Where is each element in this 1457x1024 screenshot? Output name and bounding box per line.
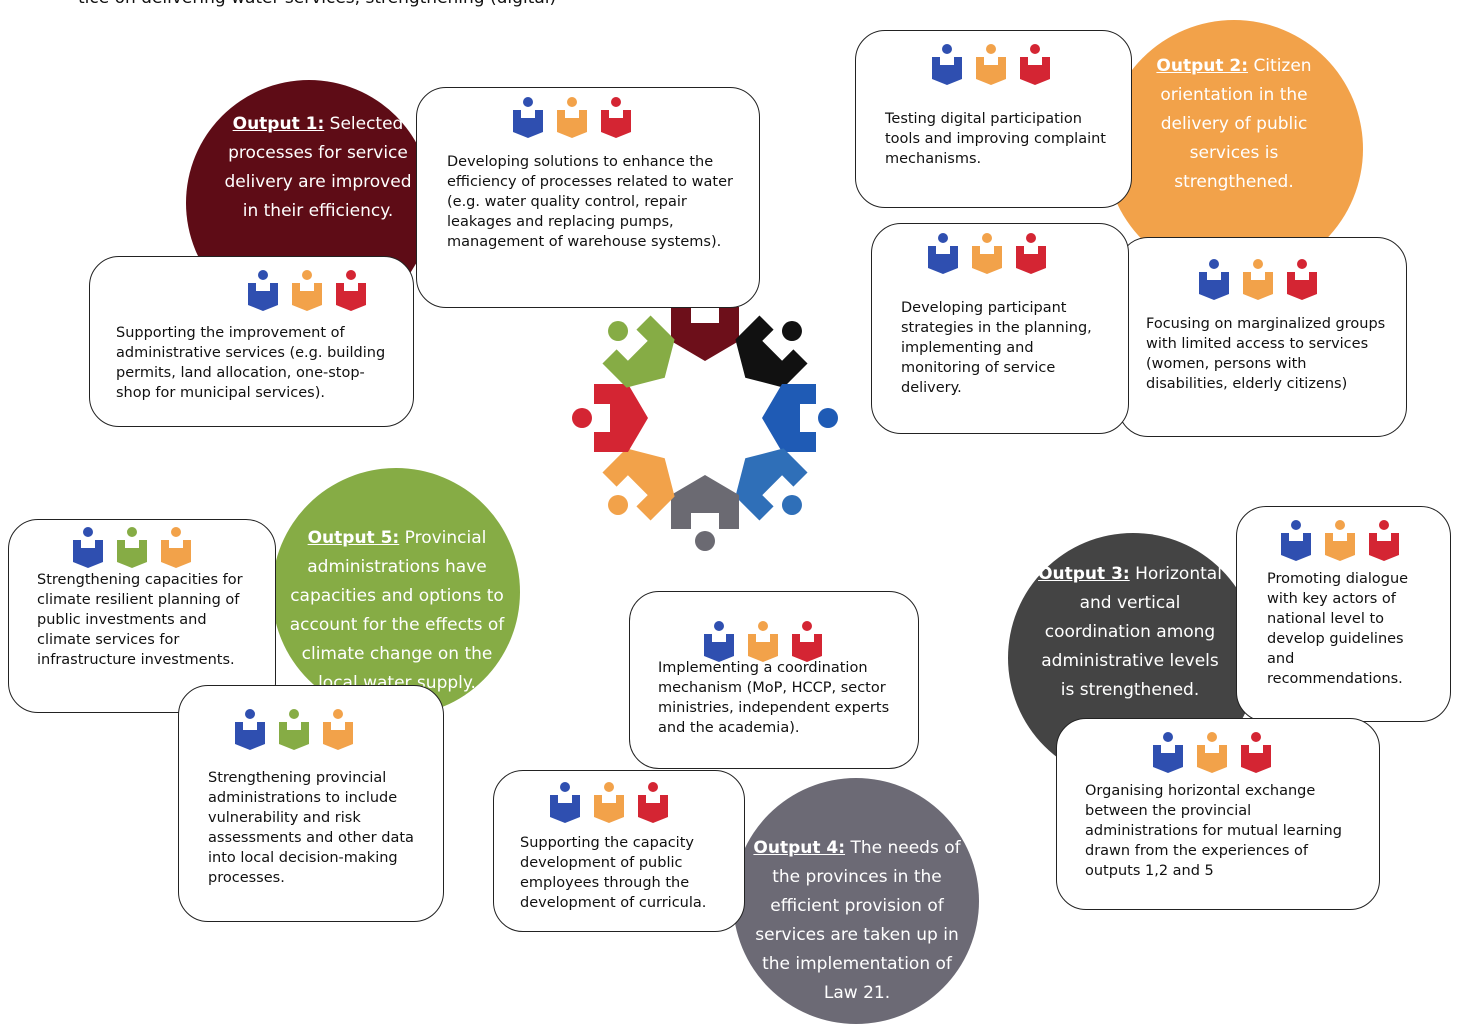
- output-2-circle: [1105, 20, 1363, 278]
- output-4-circle: [733, 778, 979, 1024]
- people-logo-climate-icon: [235, 708, 361, 757]
- people-logo-icon: [1199, 258, 1325, 307]
- output-5-activity-climate-planning: Strengthening capacities for climate res…: [8, 519, 276, 713]
- output-3-activity-horizontal-exchange: Organising horizontal exchange between t…: [1056, 718, 1380, 910]
- output-4-activity-capacity-development: Supporting the capacity development of p…: [493, 770, 745, 932]
- people-logo-icon: [928, 232, 1054, 281]
- output-5-activity-provincial-administrations: Strengthening provincial administrations…: [178, 685, 444, 922]
- people-logo-icon: [704, 620, 830, 669]
- output-2-activity-digital-participation: Testing digital participation tools and …: [855, 30, 1132, 208]
- output-2-text: Output 2: Citizen orientation in the del…: [1156, 56, 1312, 192]
- output-4-activity-coordination-mechanism: Implementing a coordination mechanism (M…: [629, 591, 919, 769]
- central-wheel-graphic: [572, 285, 838, 551]
- output-1-text: Output 1: Selected processes for service…: [224, 114, 412, 221]
- output-2-activity-marginalized-groups: Focusing on marginalized groups with lim…: [1118, 237, 1407, 437]
- people-logo-icon: [248, 269, 374, 318]
- output-5-text: Output 5: Provincial administrations hav…: [289, 528, 505, 693]
- people-logo-icon: [513, 96, 639, 145]
- output-1-activity-water-processes: Developing solutions to enhance the effi…: [416, 87, 760, 308]
- output-3-activity-dialogue: Promoting dialogue with key actors of na…: [1236, 506, 1451, 722]
- output-5-circle: [272, 468, 520, 716]
- output-1-activity-administrative-services: Supporting the improvement of administra…: [89, 256, 414, 427]
- people-logo-icon: [1153, 731, 1279, 780]
- output-2-activity-participant-strategies: Developing participant strategies in the…: [871, 223, 1129, 434]
- people-logo-climate-icon: [73, 526, 199, 575]
- people-logo-icon: [932, 43, 1058, 92]
- top-text-fragment: tice on delivering water services, stren…: [78, 0, 556, 8]
- people-logo-icon: [550, 781, 676, 830]
- output-3-text: Output 3: Horizontal and vertical coordi…: [1038, 564, 1222, 700]
- output-4-text: Output 4: The needs of the provinces in …: [753, 838, 961, 1003]
- people-logo-icon: [1281, 519, 1407, 568]
